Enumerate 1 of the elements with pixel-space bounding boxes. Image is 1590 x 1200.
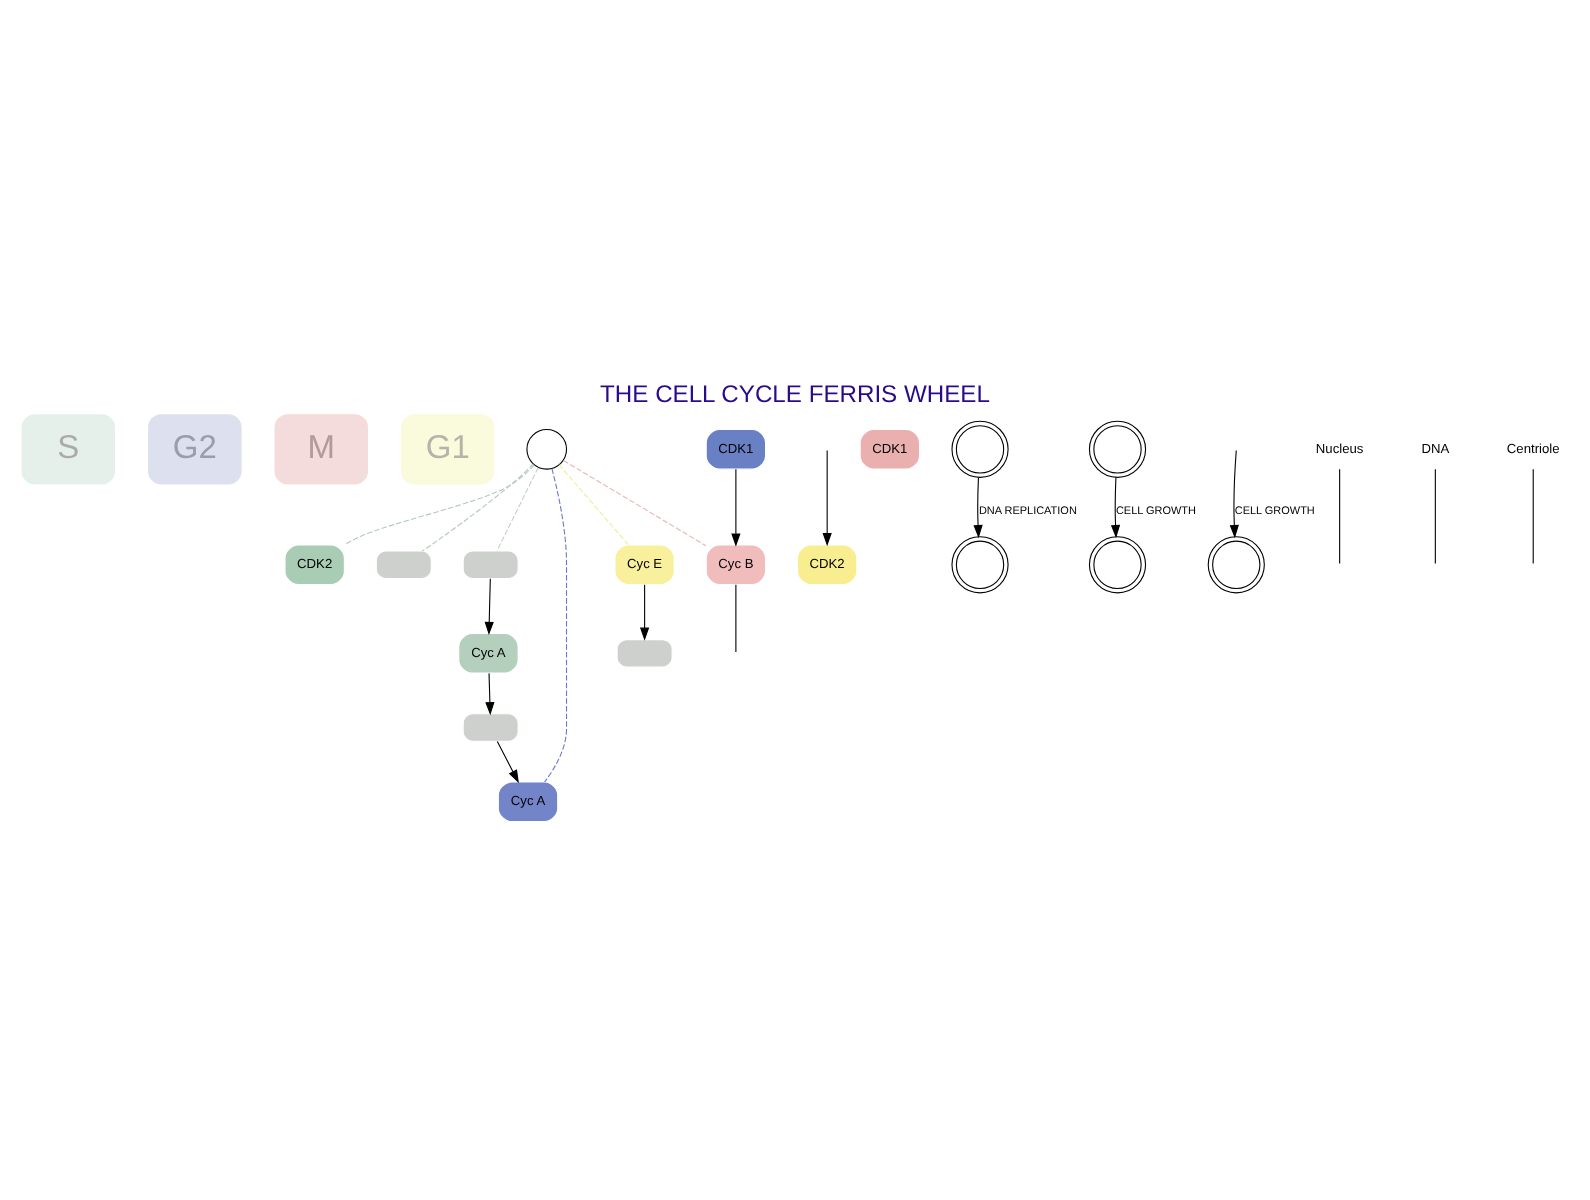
diagram-title: THE CELL CYCLE FERRIS WHEEL [600, 380, 990, 409]
